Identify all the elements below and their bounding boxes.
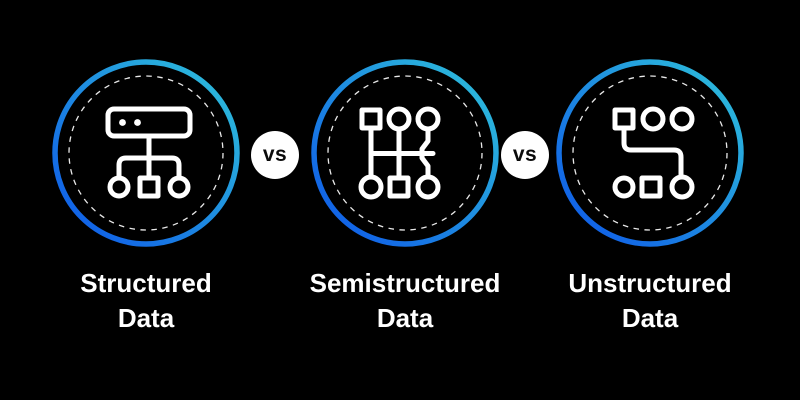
semistructured-data-circle [310,58,500,248]
label-line-1: Semistructured [309,268,501,298]
semistructured-data-label: Semistructured Data [285,266,525,336]
unstructured-data-label: Unstructured Data [530,266,770,336]
server-tree-glyph [105,106,193,199]
dashed-inner-circle [327,75,483,231]
gradient-ring [52,59,240,247]
gradient-ring [311,59,499,247]
structured-data-circle [51,58,241,248]
scattered-nodes-glyph [612,106,695,200]
scattered-nodes-icon [556,59,744,247]
server-tree-icon [52,59,240,247]
gear-shift-nodes-icon [311,59,499,247]
gradient-ring [556,59,744,247]
vs-badge-label: vs [512,142,538,166]
label-line-1: Structured [80,268,212,298]
label-line-2: Data [376,303,434,333]
unstructured-data-circle [555,58,745,248]
dashed-inner-circle [572,75,728,231]
vs-badge-label: vs [262,142,288,166]
structured-data-label: Structured Data [26,266,266,336]
vs-badge: vs [501,131,549,179]
label-line-1: Unstructured [568,268,732,298]
gear-shift-glyph [358,106,441,200]
vs-badge: vs [251,131,299,179]
label-line-2: Data [117,303,175,333]
label-line-2: Data [621,303,679,333]
dashed-inner-circle [68,75,224,231]
